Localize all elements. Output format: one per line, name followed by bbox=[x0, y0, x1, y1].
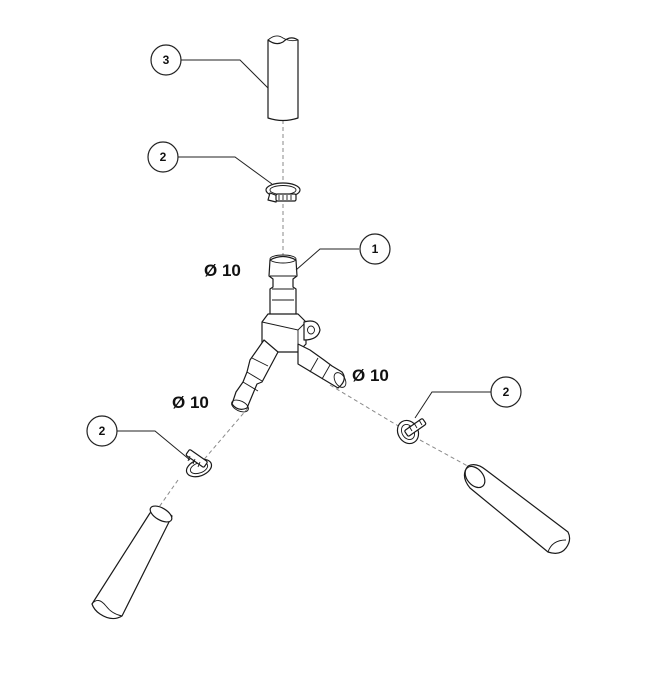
y-connector-icon bbox=[231, 254, 347, 413]
tube-top-icon bbox=[267, 35, 299, 122]
callout-3: 3 bbox=[150, 44, 182, 76]
tube-left-icon bbox=[91, 505, 173, 620]
callout-1: 1 bbox=[359, 233, 391, 265]
callout-2-left-label: 2 bbox=[99, 424, 106, 438]
callout-2-right: 2 bbox=[490, 376, 522, 408]
leader-lines bbox=[117, 59, 491, 461]
hose-clamp-top-icon bbox=[265, 182, 301, 203]
dimension-left-outlet: Ø 10 bbox=[172, 393, 209, 412]
callout-1-label: 1 bbox=[372, 242, 379, 256]
tube-right-icon bbox=[463, 464, 571, 554]
hose-clamp-left-icon bbox=[185, 449, 213, 478]
callout-2-right-label: 2 bbox=[503, 385, 510, 399]
callout-2-top: 2 bbox=[147, 141, 179, 173]
assembly-axes bbox=[149, 120, 476, 521]
callout-3-label: 3 bbox=[163, 53, 170, 67]
dimension-top-outlet: Ø 10 bbox=[204, 261, 241, 280]
hose-clamp-right-icon bbox=[396, 418, 427, 445]
callout-2-left: 2 bbox=[86, 415, 118, 447]
dimension-right-outlet: Ø 10 bbox=[352, 366, 389, 385]
callout-2-top-label: 2 bbox=[160, 150, 167, 164]
